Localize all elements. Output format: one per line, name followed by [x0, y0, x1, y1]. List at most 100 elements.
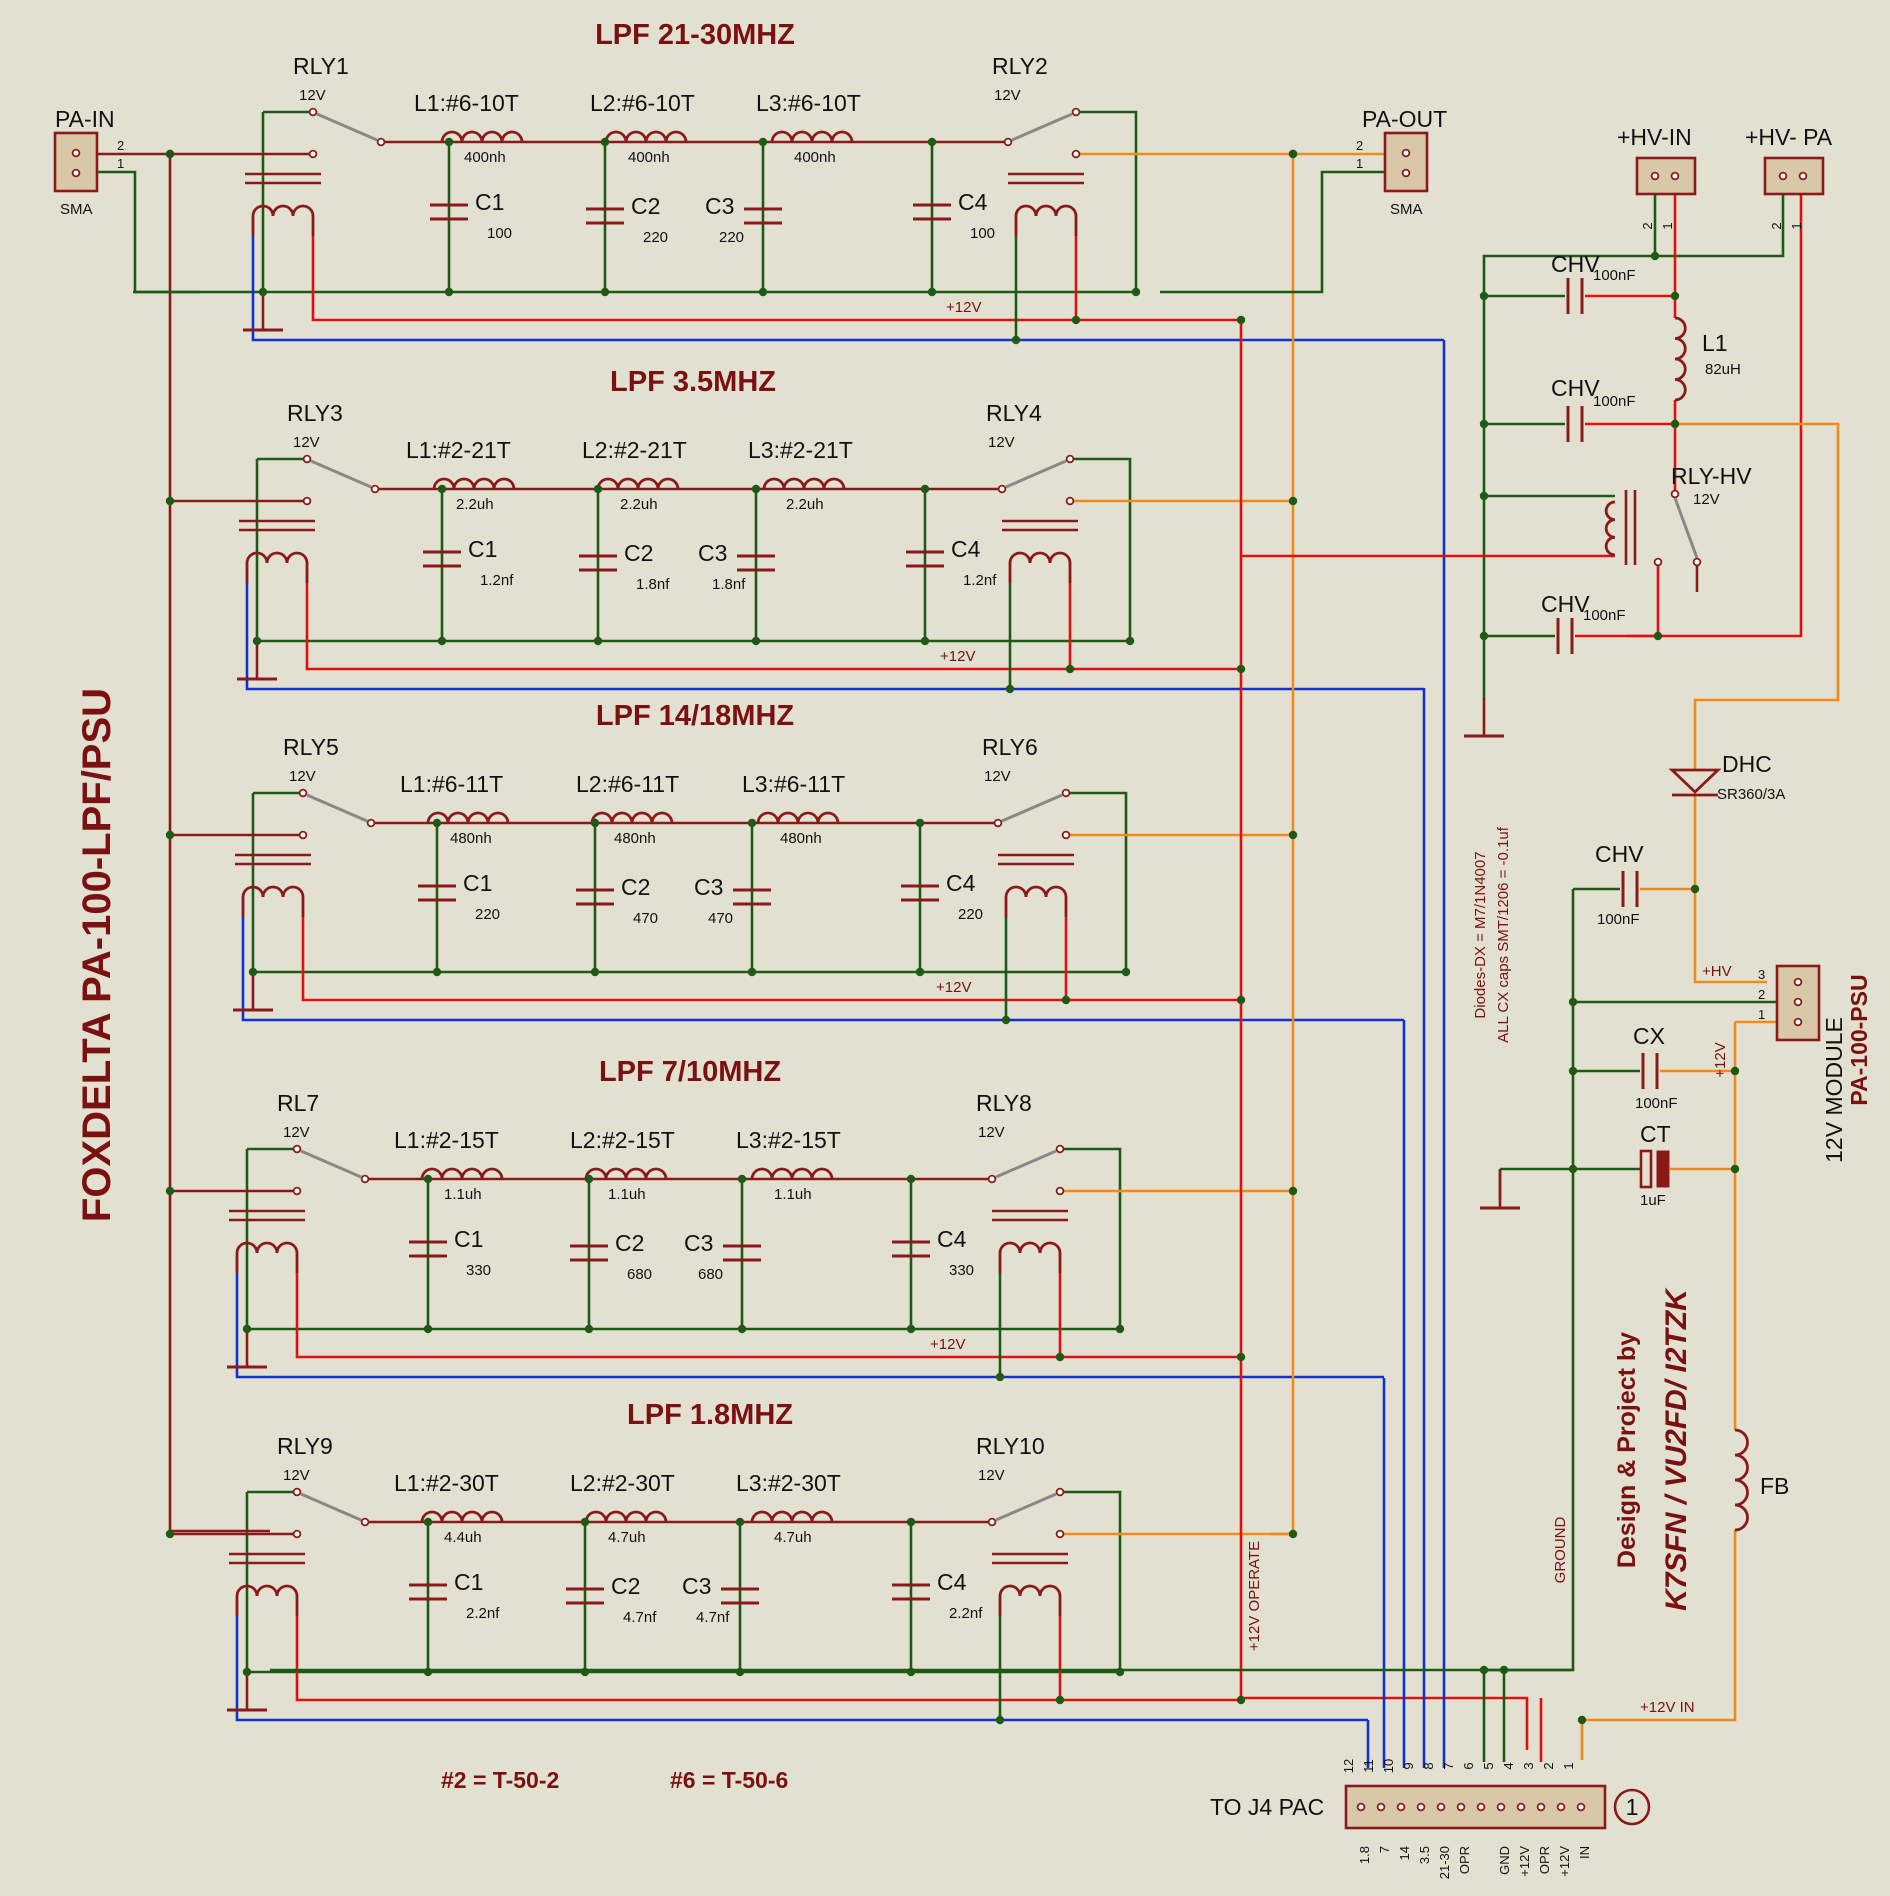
junction-dot: [165, 830, 175, 840]
junction-dot: [906, 1174, 916, 1184]
junction-dot: [737, 1174, 747, 1184]
wires-layer: [97, 110, 1840, 1768]
ground-label: GROUND: [1552, 1517, 1569, 1584]
inductor-value: 2.2uh: [620, 496, 658, 513]
junction-dot: [1131, 287, 1141, 297]
junction-dot: [915, 967, 925, 977]
relay-contact-terminal: [1376, 1802, 1386, 1812]
junction-dot: [927, 137, 937, 147]
inductor-ref: L1:#2-30T: [394, 1470, 499, 1496]
plus12v-label: +12V: [936, 979, 971, 996]
ct-plate: [1656, 1150, 1670, 1188]
junction-dot: [1065, 664, 1075, 674]
relay-out-coil: [1014, 204, 1078, 236]
relay-contact-terminal: [1436, 1802, 1446, 1812]
components-layer: [53, 107, 1825, 1830]
inductor-value: 400nh: [794, 149, 836, 166]
inductor-ref: L3:#2-15T: [736, 1127, 841, 1153]
relay-in-coil: [241, 885, 305, 917]
capacitor-ref: C2: [615, 1230, 644, 1256]
inductor-3: [762, 477, 846, 490]
capacitor-value: 1.8nf: [712, 576, 746, 593]
module-name2: PA-100-PSU: [1846, 974, 1872, 1105]
inductor-value: 1.1uh: [608, 1186, 646, 1203]
hv-ground: [1482, 194, 1657, 700]
relay-in-label: RLY9: [277, 1433, 333, 1459]
t50-2-label: #2 = T-50-2: [441, 1767, 559, 1793]
plus12-line: [295, 1616, 1241, 1702]
junction-dot: [593, 636, 603, 646]
capacitor-value: 1.8nf: [636, 576, 670, 593]
junction-dot: [1236, 1695, 1246, 1705]
ct-value: 1uF: [1640, 1192, 1666, 1209]
cx-label: CX: [1633, 1023, 1665, 1049]
capacitor-ref: C4: [958, 189, 988, 215]
j4-pin-label: 7: [1377, 1846, 1392, 1853]
inductor-ref: L3:#2-21T: [748, 437, 853, 463]
capacitor-ref: C2: [611, 1573, 640, 1599]
relay-contact-terminal: [1071, 107, 1081, 117]
chv-label: CHV: [1551, 375, 1600, 401]
relay-in-coil: [245, 551, 309, 583]
inductor-1: [426, 811, 510, 824]
diodes-note: Diodes-DX = M7/1N4007: [1472, 851, 1489, 1018]
junction-dot: [580, 1667, 590, 1677]
relay-contact-terminal: [1798, 171, 1808, 181]
junction-dot: [906, 1667, 916, 1677]
inductor-ref: L3:#2-30T: [736, 1470, 841, 1496]
junction-dot: [906, 1517, 916, 1527]
inductor-value: 2.2uh: [456, 496, 494, 513]
junction-dot: [1670, 291, 1680, 301]
rly-hv-arm: [1673, 497, 1699, 559]
relay-contact-terminal: [1401, 148, 1411, 158]
junction-dot: [1288, 149, 1298, 159]
inductor-1: [420, 1510, 504, 1523]
relay-contact-terminal: [370, 484, 380, 494]
relay-in-label: RLY5: [283, 734, 339, 760]
frame-right: [1080, 110, 1138, 292]
plus12-line: [301, 917, 1241, 1002]
relay-contact-terminal: [987, 1174, 997, 1184]
inductor-value: 4.7uh: [774, 1529, 812, 1546]
relay-contact-terminal: [1061, 788, 1071, 798]
operate-label: +12V OPERATE: [1246, 1541, 1263, 1651]
junction-dot: [735, 1667, 745, 1677]
j4-pin-number: 11: [1361, 1759, 1376, 1773]
junction-dot: [1577, 1715, 1587, 1725]
capacitor-value: 100: [970, 225, 995, 242]
junction-dot: [1653, 631, 1663, 641]
junction-dot: [995, 1372, 1005, 1382]
relay-contact-terminal: [298, 830, 308, 840]
relay-contact-terminal: [1778, 171, 1788, 181]
pa-out-pin1: 1: [1356, 156, 1363, 171]
relay-in-arm: [316, 112, 378, 142]
j4-number-circle: [1613, 1788, 1651, 1826]
junction-dot: [584, 1324, 594, 1334]
capacitor-value: 470: [633, 910, 658, 927]
filter-title: LPF 1.8MHZ: [627, 1399, 793, 1431]
frame-right: [1064, 1490, 1122, 1672]
junction-dot: [751, 636, 761, 646]
plus12v-label: +12V: [940, 648, 975, 665]
inductor-ref: L2:#2-15T: [570, 1127, 675, 1153]
inductor-value: 400nh: [628, 149, 670, 166]
junction-dot: [915, 818, 925, 828]
inductor-2: [584, 1510, 668, 1523]
relay-contact-terminal: [1536, 1802, 1546, 1812]
capacitor-ref: C1: [463, 870, 492, 896]
rly-hv-label: RLY-HV: [1671, 463, 1752, 489]
capacitor-ref: C2: [631, 193, 660, 219]
hv-in-pin1: 1: [1660, 222, 1675, 229]
relay-contact-terminal: [1055, 1529, 1065, 1539]
j4-pin-number: 8: [1421, 1762, 1436, 1769]
inductor-value: 4.7uh: [608, 1529, 646, 1546]
junction-dot: [252, 636, 262, 646]
junction-dot: [920, 636, 930, 646]
relay-contact-terminal: [1416, 1802, 1426, 1812]
relay-in-coil: [235, 1584, 299, 1616]
pa-in-body: [53, 131, 99, 193]
junction-dot: [165, 149, 175, 159]
plus12v-in-line: [1580, 1530, 1737, 1760]
dhc-label: DHC: [1722, 751, 1772, 777]
relay-contact-terminal: [987, 1517, 997, 1527]
